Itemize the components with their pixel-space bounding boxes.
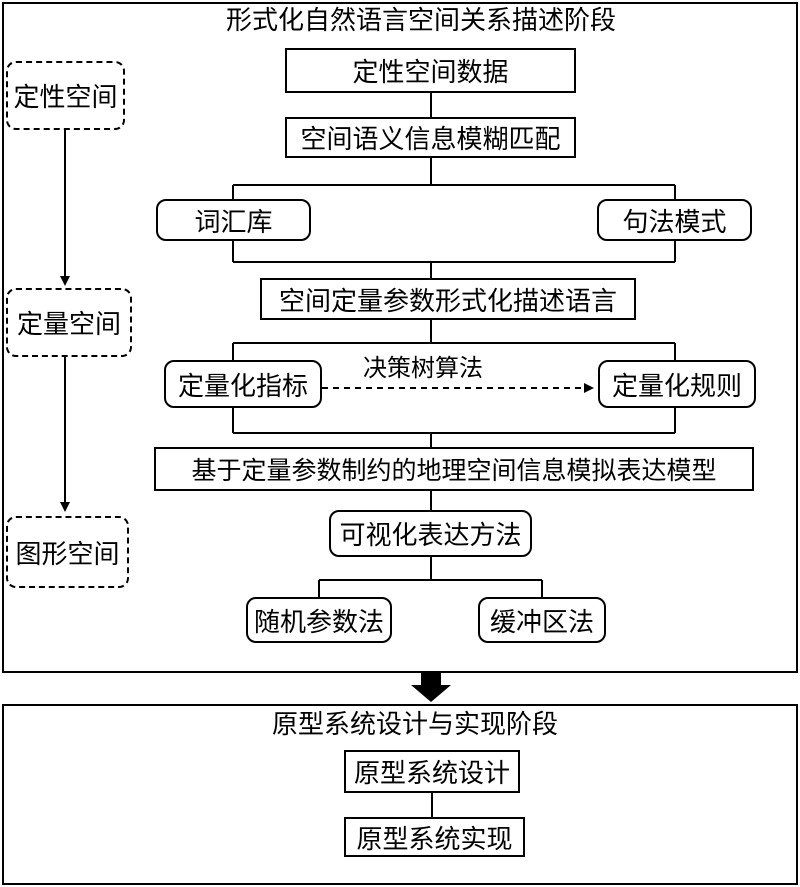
vocabulary-box: 词汇库 [156,199,311,241]
space-qualitative: 定性空间 [6,61,125,130]
qualitative-data-box: 定性空间数据 [285,48,576,93]
simulation-model-box: 基于定量参数制约的地理空间信息模拟表达模型 [154,447,754,491]
decision-tree-label: 决策树算法 [363,354,483,382]
space-graphic: 图形空间 [6,516,129,588]
quant-rule-box: 定量化规则 [598,360,756,408]
stage-transition-arrow [411,673,451,702]
prototype-design-box: 原型系统设计 [344,750,520,793]
quant-indicator-box: 定量化指标 [164,360,322,408]
formal-language-box: 空间定量参数形式化描述语言 [260,278,636,320]
prototype-implementation-box: 原型系统实现 [344,817,525,857]
stage2-title: 原型系统设计与实现阶段 [272,710,559,740]
stage1-title: 形式化自然语言空间关系描述阶段 [226,6,617,36]
buffer-method-box: 缓冲区法 [478,597,606,643]
random-param-box: 随机参数法 [246,597,392,643]
space-quantitative: 定量空间 [6,288,132,357]
stage1-frame [2,2,798,673]
fuzzy-matching-box: 空间语义信息模糊匹配 [285,117,576,158]
syntax-pattern-box: 句法模式 [597,199,752,241]
visualization-box: 可视化表达方法 [329,510,532,557]
